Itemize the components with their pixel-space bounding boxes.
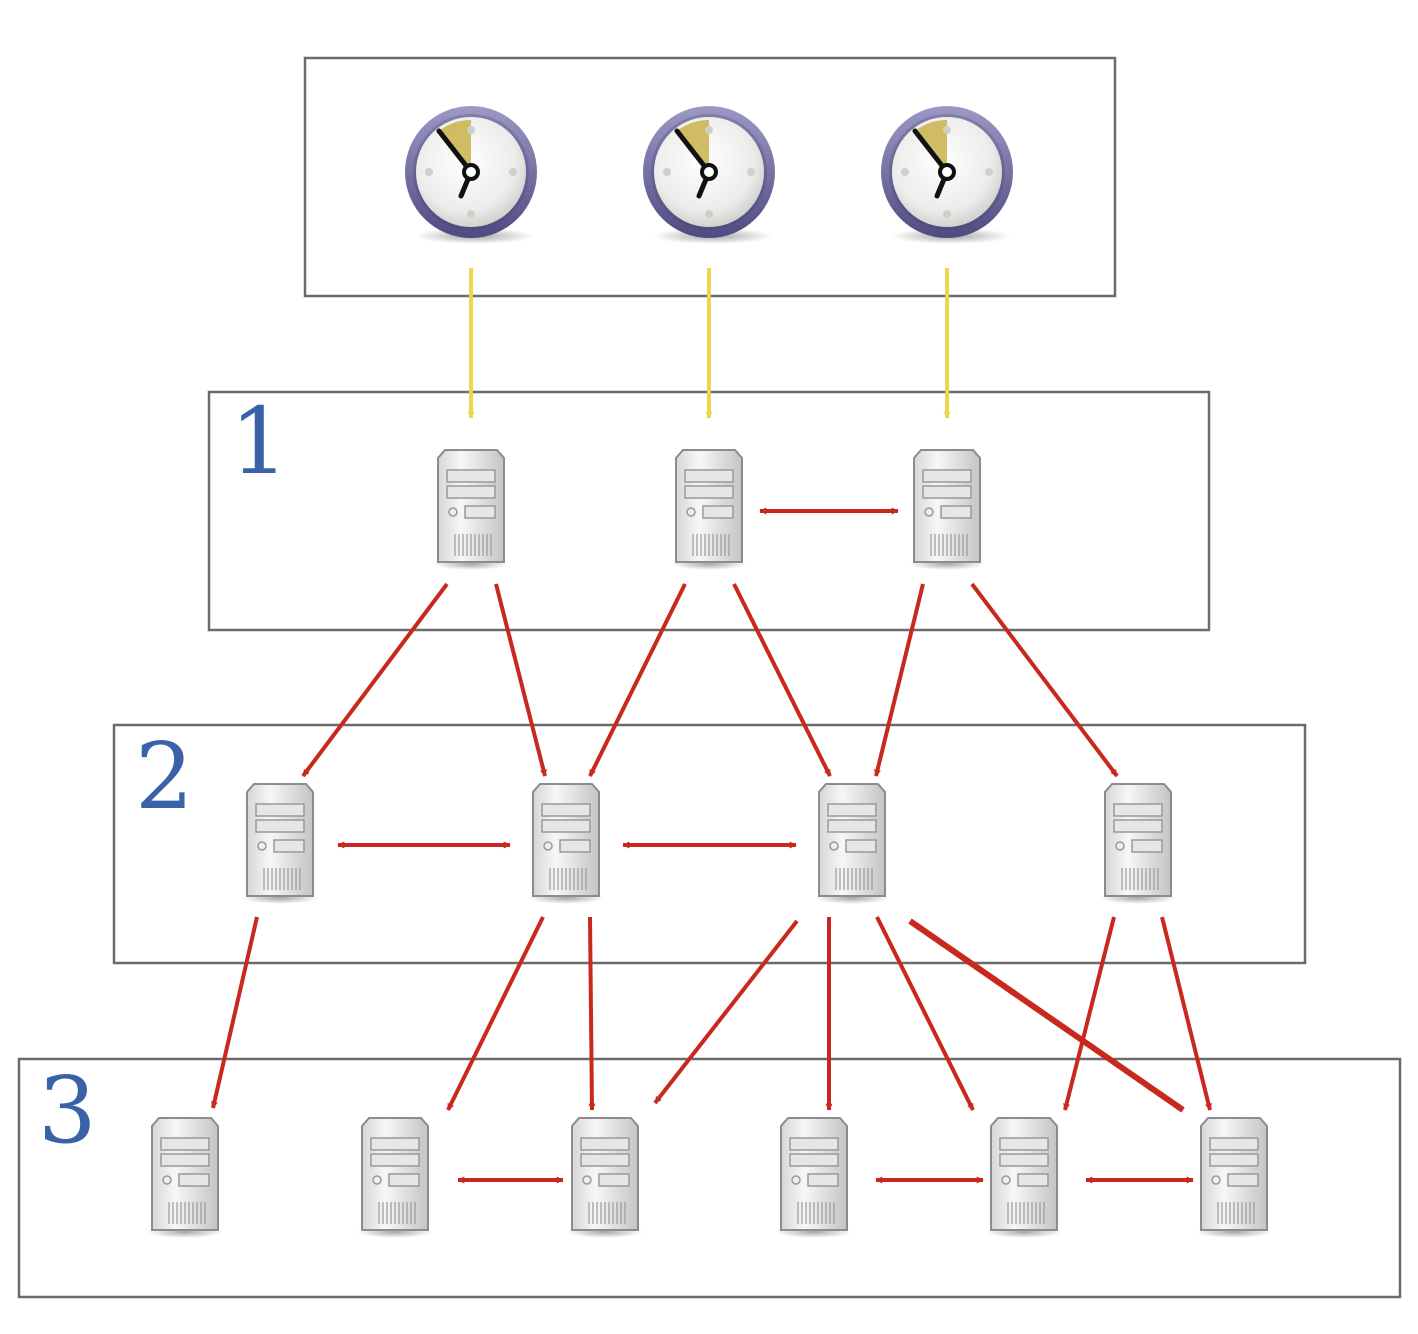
server-icon: [432, 449, 510, 571]
server-icon: [775, 1117, 853, 1239]
link-s1b-s2b: [588, 583, 687, 777]
server-icon: [1099, 783, 1177, 905]
link-s1c-s2d: [970, 582, 1119, 778]
link-s1a-s2a: [301, 582, 449, 778]
server-icon: [1195, 1117, 1273, 1239]
link-s2c-s3f: [908, 918, 1185, 1113]
server-icon: [146, 1117, 224, 1239]
server-icon: [985, 1117, 1063, 1239]
link-s1b-s2c: [732, 583, 832, 777]
server-icon: [356, 1117, 434, 1239]
link-s2b-s3b: [446, 916, 545, 1111]
link-s2c-s3c: [653, 919, 799, 1105]
stratum-2-label: 2: [135, 723, 194, 830]
link-s1c-s2c: [874, 583, 925, 777]
server-icon: [566, 1117, 644, 1239]
server-icon: [527, 783, 605, 905]
server-icon: [908, 449, 986, 571]
link-s2b-s3c: [588, 916, 596, 1111]
server-icon: [670, 449, 748, 571]
link-s1a-s2b: [494, 583, 547, 777]
stratum-3-label: 3: [38, 1057, 97, 1164]
server-icon: [813, 783, 891, 905]
link-s2a-s3a: [211, 916, 259, 1109]
server-icon: [241, 783, 319, 905]
stratum-1-label: 1: [230, 388, 289, 495]
link-s2c-s3e: [875, 916, 975, 1111]
link-s2d-s3f: [1160, 916, 1212, 1111]
link-s2d-s3e: [1063, 916, 1116, 1111]
